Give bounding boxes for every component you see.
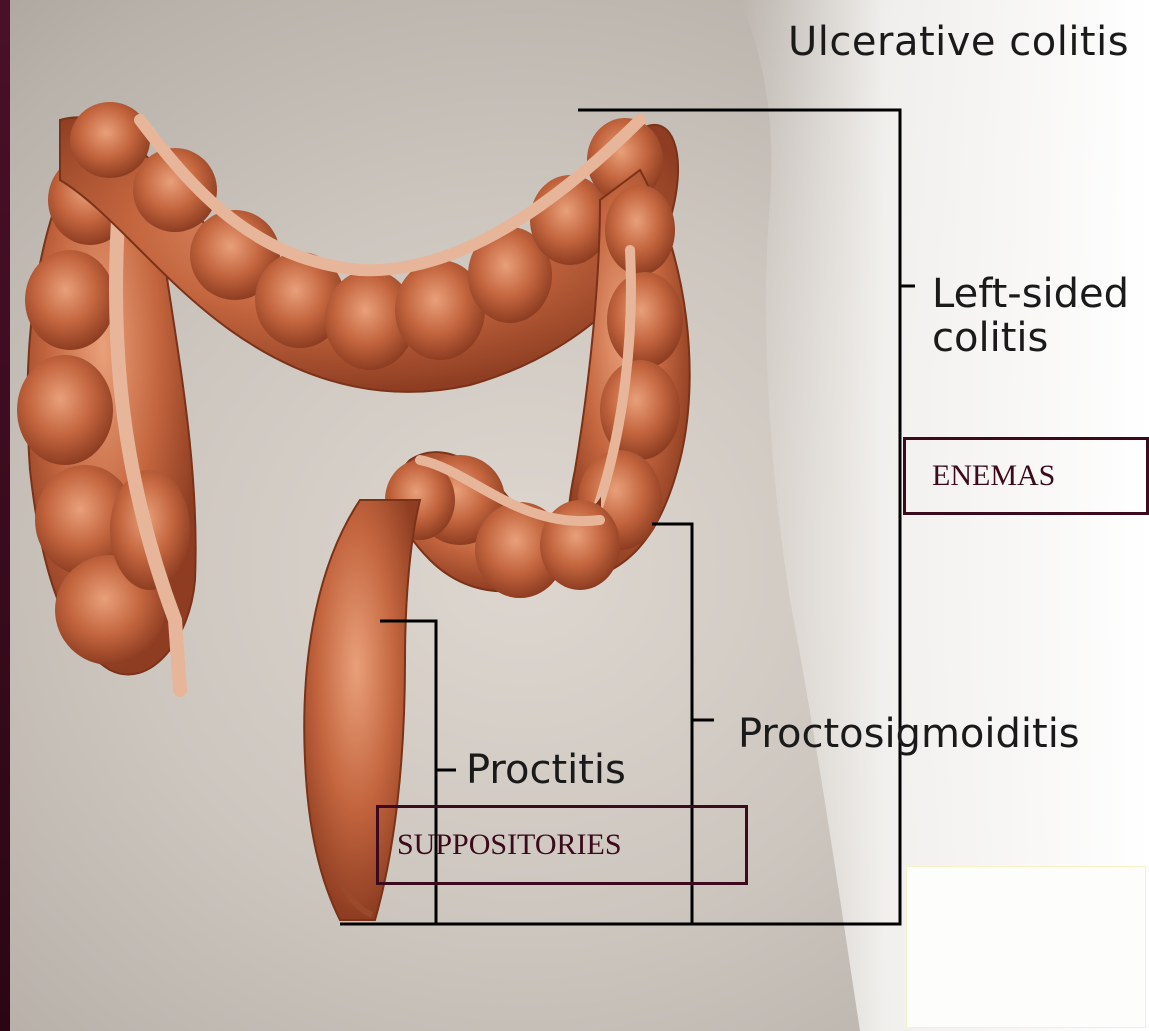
left-sided-colitis-label: Left-sided colitis — [932, 272, 1149, 360]
suppositories-box: SUPPOSITORIES — [376, 805, 748, 885]
blank-text-box — [906, 866, 1146, 1028]
proctitis-label: Proctitis — [466, 750, 626, 790]
suppositories-text: SUPPOSITORIES — [397, 828, 622, 862]
enemas-text: ENEMAS — [932, 459, 1055, 493]
proctosigmoiditis-label: Proctosigmoiditis — [738, 714, 1080, 754]
enemas-box: ENEMAS — [903, 437, 1149, 515]
diagram-title: Ulcerative colitis — [788, 22, 1129, 62]
